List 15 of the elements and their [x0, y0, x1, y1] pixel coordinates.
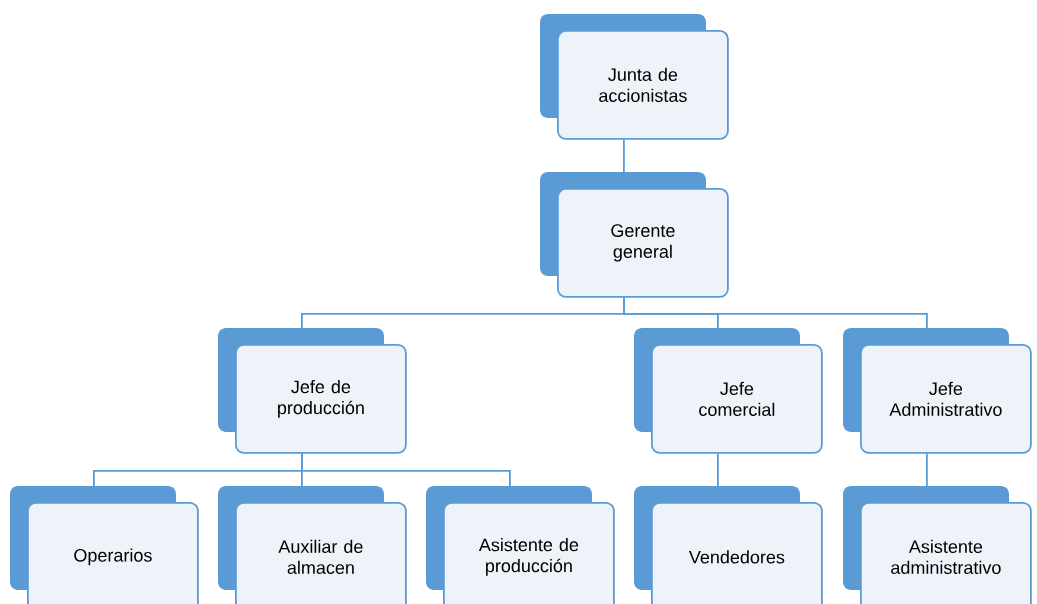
org-box: Jefe comercial	[634, 328, 823, 454]
connector-line	[301, 452, 511, 487]
org-box: Vendedores	[634, 486, 823, 604]
org-box: Asistente administrativo	[843, 486, 1032, 604]
connector-line	[926, 452, 928, 487]
org-box: Gerente general	[540, 172, 729, 298]
connector-line	[717, 452, 719, 487]
org-box: Jefe de producción	[218, 328, 407, 454]
org-box: Operarios	[10, 486, 199, 604]
org-box: Auxiliar de almacen	[218, 486, 407, 604]
org-box: Junta de accionistas	[540, 14, 729, 140]
org-box: Jefe Administrativo	[843, 328, 1032, 454]
connector-line	[623, 296, 928, 329]
connector-line	[623, 138, 625, 173]
org-box: Asistente de producción	[426, 486, 615, 604]
